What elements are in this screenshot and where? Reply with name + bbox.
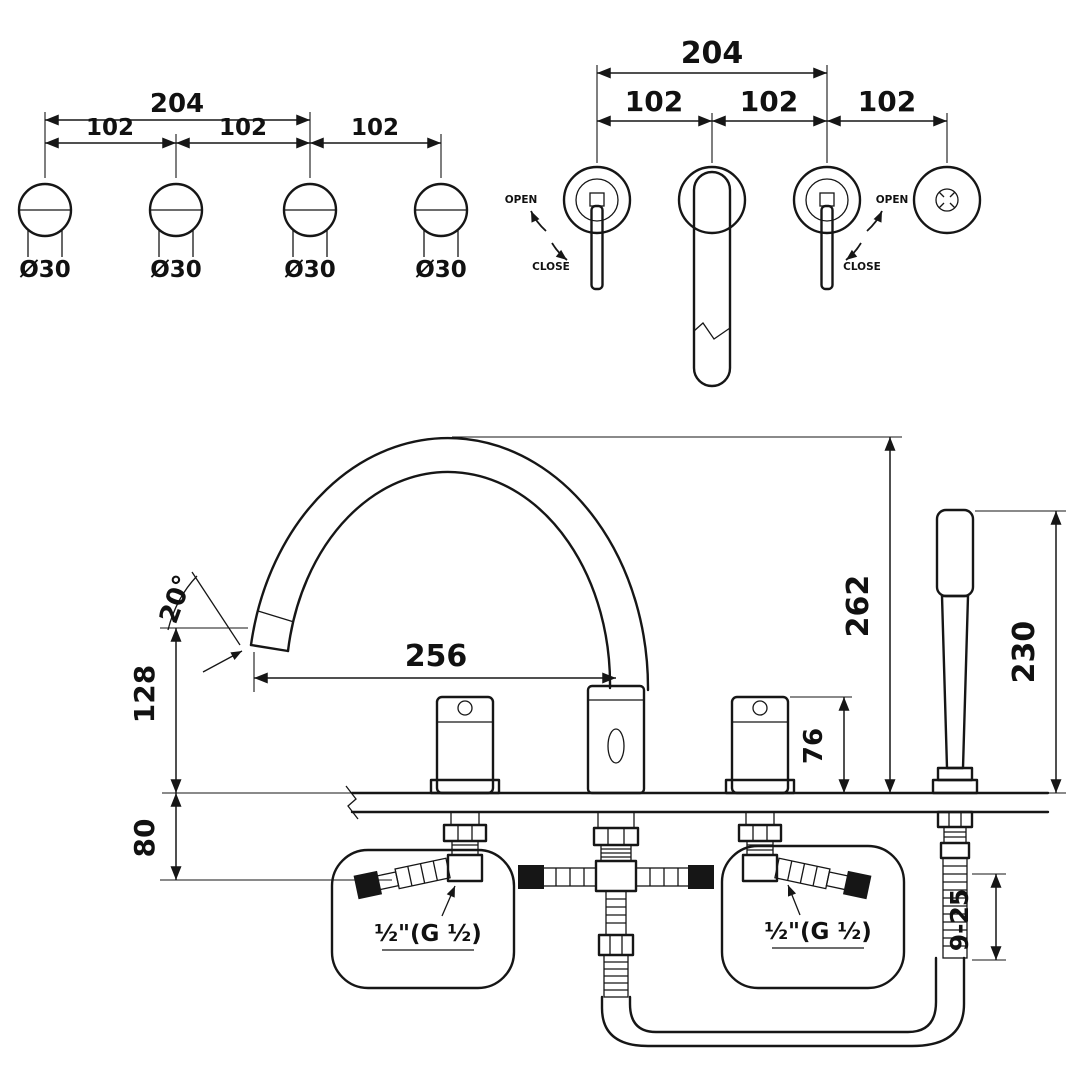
hose-nipple-left [353,857,451,900]
dim-128: 128 [128,627,248,793]
valve-left-underdeck [353,811,488,900]
hose-nipple-right [774,857,872,900]
mount-hole-1 [17,182,73,257]
dim-9-25-label: 9-25 [945,889,974,952]
hand-shower [931,508,979,795]
dim-204-plan: 204 [150,89,204,119]
dim-230-label: 230 [1007,621,1042,684]
valve-left [429,695,501,795]
shower-hose-loop [600,956,966,1048]
handle-trim-right [792,165,862,291]
mount-hole-4 [413,182,469,257]
dim-9-25: 9-25 [945,873,1006,961]
diverter-underdeck [518,811,714,998]
plan-view: Ø30 Ø30 Ø30 Ø30 204 102 102 102 [17,89,469,283]
thread-label-right: ½"(G ½) [764,919,872,945]
spout-trim [677,165,747,388]
hole-diameter-label: Ø30 [19,257,71,283]
dim-256: 256 [253,639,616,692]
dim-230: 230 [975,510,1066,794]
dim-262-label: 262 [841,575,876,638]
dim-20deg: 20° [154,571,199,627]
thread-label-left: ½"(G ½) [374,921,482,947]
deck-view: ½"(G ½) ½"(G ½) 20° 128 80 [128,436,1066,1048]
shower-underdeck [936,810,974,959]
supply-hose-right [720,844,906,990]
dim-204-wall: 204 [681,36,744,71]
spout-angle-dim: 20° [154,571,243,673]
diverter-trim [912,165,982,235]
dim-256-label: 256 [405,639,468,674]
spout [191,436,650,692]
mount-hole-2 [148,182,204,257]
dim-128-label: 128 [128,665,161,723]
thread-callout-left: ½"(G ½) [374,885,482,951]
hole-diameter-label: Ø30 [415,257,467,283]
dim-102-wall: 102 [625,85,683,118]
dim-102-plan: 102 [219,115,267,141]
wall-view: OPEN CLOSE OPEN CLOSE 204 102 102 102 [505,36,982,388]
open-label: OPEN [505,194,538,206]
hole-diameter-label: Ø30 [150,257,202,283]
dim-76: 76 [790,696,852,793]
valve-right-underdeck [737,811,872,900]
valve-right [724,695,796,795]
handle-trim-left [562,165,632,291]
hole-diameter-label: Ø30 [284,257,336,283]
diverter-body [586,684,646,795]
dim-102-wall: 102 [858,85,916,118]
dim-80-label: 80 [128,819,161,858]
dim-262: 262 [452,436,902,793]
dim-102-wall: 102 [740,85,798,118]
dim-102-plan: 102 [351,115,399,141]
close-label: CLOSE [843,261,881,273]
close-label: CLOSE [532,261,570,273]
supply-hose-left [330,848,516,990]
open-label: OPEN [876,194,909,206]
mount-hole-3 [282,182,338,257]
dim-102-plan: 102 [86,115,134,141]
dim-76-label: 76 [799,728,829,764]
deck [162,785,1050,820]
dim-80: 80 [128,793,392,881]
thread-callout-right: ½"(G ½) [764,884,872,949]
